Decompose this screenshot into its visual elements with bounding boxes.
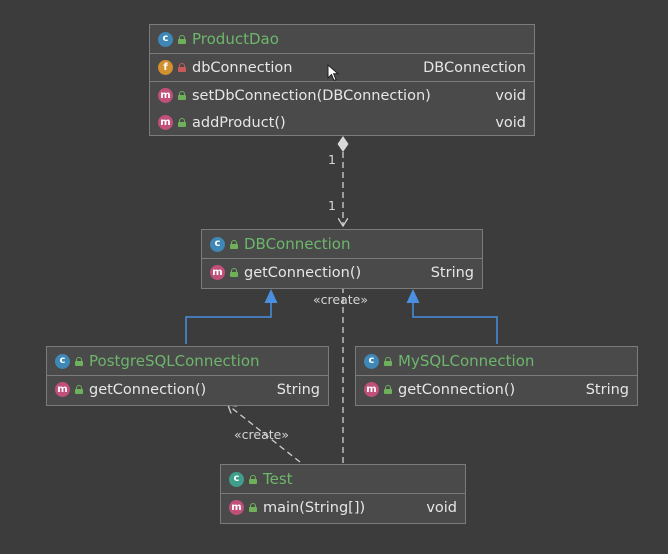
method-name: main(String[]) [263,499,366,516]
class-icon: c [55,353,70,369]
method-type: String [585,381,629,398]
method-type: String [276,381,320,398]
method-name: setDbConnection(DBConnection) [192,87,431,104]
public-lock-icon [178,118,186,127]
method-icon: m [229,500,244,515]
class-postgresqlconnection-title: PostgreSQLConnection [89,352,260,370]
method-icon: m [55,382,70,397]
method-name: getConnection() [398,381,516,398]
method-row[interactable]: m setDbConnection(DBConnection) void [150,82,534,109]
class-postgresqlconnection[interactable]: c PostgreSQLConnection m getConnection()… [46,346,329,406]
public-lock-icon [249,503,257,512]
class-test[interactable]: c Test m main(String[]) void [220,464,466,524]
create-label-postgres: «create» [234,427,289,442]
create-line-postgres [228,405,301,463]
field-row[interactable]: f dbConnection DBConnection [150,54,534,81]
method-icon: m [158,115,173,130]
method-row[interactable]: m getConnection() String [356,376,637,403]
class-test-methods: m main(String[]) void [221,494,465,521]
class-productdao-fields: f dbConnection DBConnection [150,54,534,82]
method-name: getConnection() [89,381,207,398]
public-lock-icon [75,385,83,394]
class-productdao-header: c ProductDao [150,25,534,54]
inheritance-mysql-arrow [406,289,420,303]
public-lock-icon [230,239,238,249]
method-row[interactable]: m addProduct() void [150,109,534,136]
method-type: String [430,264,474,281]
method-icon: m [158,88,173,103]
public-lock-icon [249,474,257,484]
inheritance-postgres-arrow [264,289,278,303]
method-type: void [495,87,526,104]
inheritance-mysql-line [406,289,498,344]
class-test-title: Test [263,470,293,488]
method-type: void [426,499,457,516]
mouse-cursor-icon [327,64,339,82]
create-label-dbconnection: «create» [313,292,368,307]
class-dbconnection-title: DBConnection [244,235,351,253]
class-test-header: c Test [221,465,465,494]
method-icon: m [364,382,379,397]
field-type: DBConnection [423,59,526,76]
class-mysqlconnection-title: MySQLConnection [398,352,535,370]
multiplicity-target: 1 [328,198,336,213]
public-lock-icon [178,91,186,100]
public-lock-icon [384,356,392,366]
public-lock-icon [384,385,392,394]
class-productdao[interactable]: c ProductDao f dbConnection DBConnection… [149,24,535,136]
method-type: void [495,114,526,131]
field-name: dbConnection [192,59,293,76]
class-dbconnection-methods: m getConnection() String [202,259,482,286]
class-icon: c [158,31,173,47]
private-lock-icon [178,63,186,72]
class-icon: c [210,236,225,252]
field-icon: f [158,60,173,75]
aggregation-line [337,136,349,226]
inheritance-postgres-line [185,289,278,344]
aggregation-diamond [337,136,349,152]
class-postgresqlconnection-header: c PostgreSQLConnection [47,347,328,376]
multiplicity-source: 1 [328,152,336,167]
class-mysqlconnection-methods: m getConnection() String [356,376,637,403]
public-lock-icon [178,34,186,44]
class-mysqlconnection[interactable]: c MySQLConnection m getConnection() Stri… [355,346,638,406]
class-productdao-methods: m setDbConnection(DBConnection) void m a… [150,82,534,136]
class-postgresqlconnection-methods: m getConnection() String [47,376,328,403]
method-icon: m [210,265,225,280]
method-name: getConnection() [244,264,362,281]
public-lock-icon [75,356,83,366]
public-lock-icon [230,268,238,277]
method-name: addProduct() [192,114,286,131]
method-row[interactable]: m getConnection() String [202,259,482,286]
class-dbconnection[interactable]: c DBConnection m getConnection() String [201,229,483,289]
main-class-icon: c [229,471,244,487]
class-icon: c [364,353,379,369]
class-mysqlconnection-header: c MySQLConnection [356,347,637,376]
class-dbconnection-header: c DBConnection [202,230,482,259]
method-row[interactable]: m main(String[]) void [221,494,465,521]
class-productdao-title: ProductDao [192,30,279,48]
method-row[interactable]: m getConnection() String [47,376,328,403]
